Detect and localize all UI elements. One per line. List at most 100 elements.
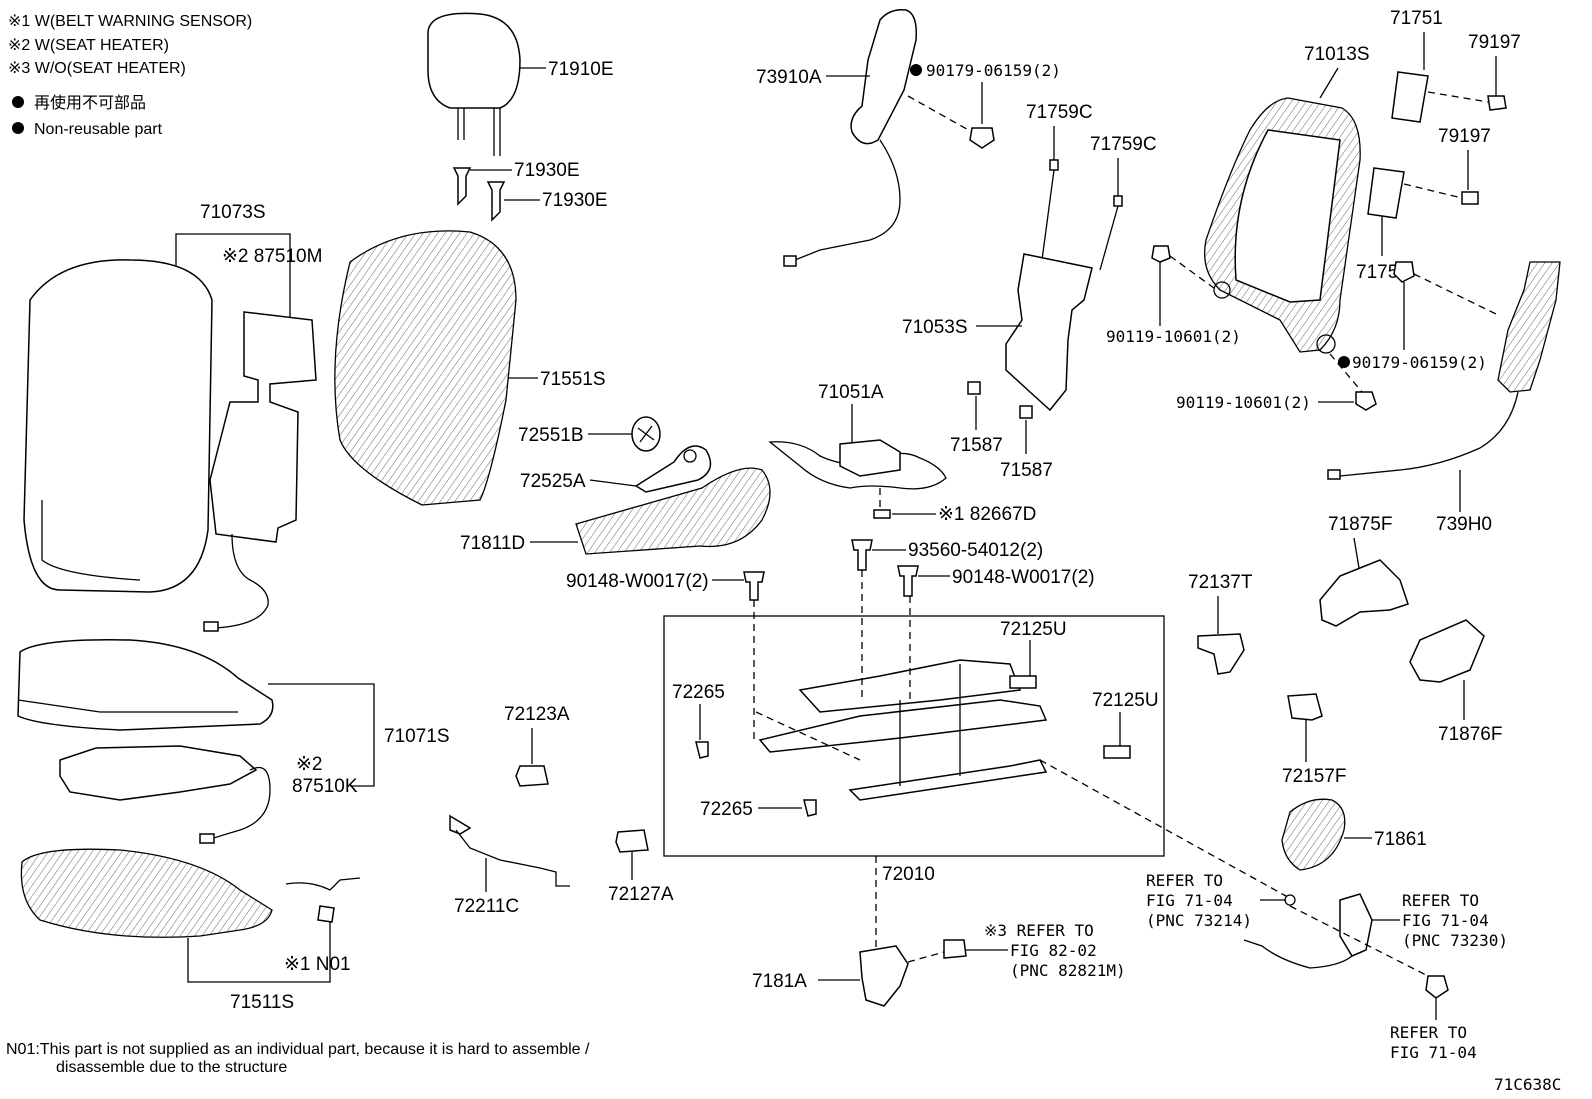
label-90179-b: 90179-06159(2) bbox=[1352, 353, 1487, 372]
part-cover-72157F: 72157F bbox=[1282, 693, 1346, 787]
part-track-72010: 72010 72125U 72125U 72265 72265 bbox=[663, 570, 1287, 897]
label-71511S: 71511S bbox=[230, 992, 294, 1013]
part-frame-71013S: 71013S bbox=[1203, 44, 1370, 354]
part-clip-72127A: 72127A bbox=[608, 829, 674, 905]
label-90119-a: 90119-10601(2) bbox=[1106, 327, 1241, 346]
part-cover-71511S: 71511S ※1 N01 bbox=[20, 848, 361, 1013]
nonreusable-dot-icon bbox=[910, 64, 922, 76]
ref-82-02-line2: FIG 82-02 bbox=[1010, 941, 1097, 960]
part-harness-71051A: 71051A ※1 82667D bbox=[768, 382, 1036, 525]
label-73910A: 73910A bbox=[756, 67, 822, 88]
label-87510K: 87510K bbox=[292, 776, 358, 797]
label-71013S: 71013S bbox=[1304, 44, 1370, 65]
footer-note-line1: N01:This part is not supplied as an indi… bbox=[6, 1041, 590, 1058]
label-72125U-b: 72125U bbox=[1092, 690, 1159, 711]
footer: N01:This part is not supplied as an indi… bbox=[6, 1041, 1561, 1094]
label-71910E: 71910E bbox=[548, 59, 614, 80]
label-72211C: 72211C bbox=[454, 896, 519, 917]
label-87510M: ※2 87510M bbox=[222, 246, 322, 267]
part-cover-72137T: 72137T bbox=[1188, 572, 1253, 675]
label-71875F: 71875F bbox=[1328, 514, 1392, 535]
part-clip-72123A: 72123A bbox=[504, 704, 570, 787]
label-82667D: ※1 82667D bbox=[938, 504, 1036, 525]
ref-73230-line3: (PNC 73230) bbox=[1402, 931, 1508, 950]
part-cover-71876F: 71876F bbox=[1409, 619, 1502, 745]
part-screw-90148: 90148-W0017(2) 90148-W0017(2) bbox=[566, 565, 1095, 601]
label-72265-b: 72265 bbox=[700, 799, 753, 820]
part-headrest-71910E: 71910E bbox=[427, 12, 614, 156]
part-knob-72551B: 72551B bbox=[518, 416, 661, 452]
part-7181A: 7181A ※3 REFER TO FIG 82-02 (PNC 82821M) bbox=[752, 856, 1126, 1007]
part-airbag-739H0: 739H0 bbox=[1327, 261, 1561, 535]
label-71587-b: 71587 bbox=[1000, 460, 1053, 481]
ref-71-04-line1: REFER TO bbox=[1390, 1023, 1467, 1042]
nonreusable-dot-icon bbox=[12, 122, 24, 134]
label-71751-a: 71751 bbox=[1390, 8, 1443, 29]
label-72525A: 72525A bbox=[520, 471, 586, 492]
label-72125U-a: 72125U bbox=[1000, 619, 1067, 640]
label-71053S: 71053S bbox=[902, 317, 968, 338]
ref-71-04-line2: FIG 71-04 bbox=[1390, 1043, 1477, 1062]
part-airbag-73910A: 73910A 90179-06159(2) bbox=[756, 8, 1061, 267]
legend-note-1: ※1 W(BELT WARNING SENSOR) bbox=[8, 13, 252, 30]
part-shield-71811D: 71811D bbox=[460, 467, 771, 555]
ref-82-02-line1: ※3 REFER TO bbox=[984, 921, 1094, 940]
label-72010: 72010 bbox=[882, 864, 935, 885]
label-739H0: 739H0 bbox=[1436, 514, 1492, 535]
label-71759C-a: 71759C bbox=[1026, 102, 1093, 123]
part-rod-72211C: 72211C bbox=[449, 814, 570, 917]
ref-73214-line2: FIG 71-04 bbox=[1146, 891, 1233, 910]
label-71587-a: 71587 bbox=[950, 435, 1003, 456]
legend: ※1 W(BELT WARNING SENSOR) ※2 W(SEAT HEAT… bbox=[8, 13, 252, 138]
legend-nonreusable-jp: 再使用不可部品 bbox=[34, 94, 146, 112]
ref-82-02-line3: (PNC 82821M) bbox=[1010, 961, 1126, 980]
nonreusable-dot-icon bbox=[12, 96, 24, 108]
legend-note-3: ※3 W/O(SEAT HEATER) bbox=[8, 60, 186, 77]
label-93560: 93560-54012(2) bbox=[908, 540, 1043, 561]
label-72265-a: 72265 bbox=[672, 682, 725, 703]
label-71551S: 71551S bbox=[540, 369, 606, 390]
label-79197-a: 79197 bbox=[1468, 32, 1521, 53]
label-90179-a: 90179-06159(2) bbox=[926, 61, 1061, 80]
part-seatback-cover-71551S: 71551S bbox=[334, 230, 606, 506]
part-bolt-90119: 90119-10601(2) 90119-10601(2) bbox=[1106, 245, 1377, 412]
ref-73230-line1: REFER TO bbox=[1402, 891, 1479, 910]
label-72137T: 72137T bbox=[1188, 572, 1253, 593]
label-71811D: 71811D bbox=[460, 533, 525, 554]
part-buckle-refs: REFER TO FIG 71-04 (PNC 73214) REFER TO … bbox=[1146, 871, 1508, 1062]
label-71759C-b: 71759C bbox=[1090, 134, 1157, 155]
label-71861: 71861 bbox=[1374, 829, 1427, 850]
footer-note-line2: disassemble due to the structure bbox=[56, 1059, 287, 1076]
label-72551B: 72551B bbox=[518, 425, 584, 446]
label-72157F: 72157F bbox=[1282, 766, 1346, 787]
part-seatback-assy-71073S: 71073S ※2 87510M bbox=[23, 202, 322, 632]
label-71930E-b: 71930E bbox=[542, 190, 608, 211]
part-lumbar-71053S: 71759C 71759C 71053S bbox=[902, 102, 1157, 412]
legend-nonreusable-en: Non-reusable part bbox=[34, 121, 163, 138]
part-cover-71861: 71861 bbox=[1281, 798, 1427, 871]
label-71071S: 71071S bbox=[384, 726, 450, 747]
label-7181A: 7181A bbox=[752, 971, 807, 992]
part-nut-90179-b: 90179-06159(2) bbox=[1338, 261, 1497, 372]
part-lever-72525A: 72525A bbox=[520, 445, 712, 493]
label-72123A: 72123A bbox=[504, 704, 570, 725]
ref-73214-line3: (PNC 73214) bbox=[1146, 911, 1252, 930]
part-cushion-assy-71071S: 71071S ※2 87510K bbox=[17, 639, 450, 844]
part-clip-71587: 71587 71587 bbox=[950, 381, 1053, 481]
part-guide-71930E: 71930E 71930E bbox=[452, 160, 608, 222]
legend-note-2: ※2 W(SEAT HEATER) bbox=[8, 37, 169, 54]
ref-73230-line2: FIG 71-04 bbox=[1402, 911, 1489, 930]
label-79197-b: 79197 bbox=[1438, 126, 1491, 147]
label-71051A: 71051A bbox=[818, 382, 884, 403]
label-90148-a: 90148-W0017(2) bbox=[566, 571, 709, 592]
label-N01: ※1 N01 bbox=[284, 954, 351, 975]
part-bolt-93560: 93560-54012(2) bbox=[851, 539, 1043, 571]
ref-73214-line1: REFER TO bbox=[1146, 871, 1223, 890]
label-87510K-note: ※2 bbox=[296, 754, 323, 775]
label-90119-b: 90119-10601(2) bbox=[1176, 393, 1311, 412]
label-72127A: 72127A bbox=[608, 884, 674, 905]
part-cover-71875F: 71875F bbox=[1319, 514, 1409, 627]
figure-code: 71C638C bbox=[1494, 1075, 1561, 1094]
part-bolt-79197: 79197 79197 bbox=[1403, 32, 1521, 205]
